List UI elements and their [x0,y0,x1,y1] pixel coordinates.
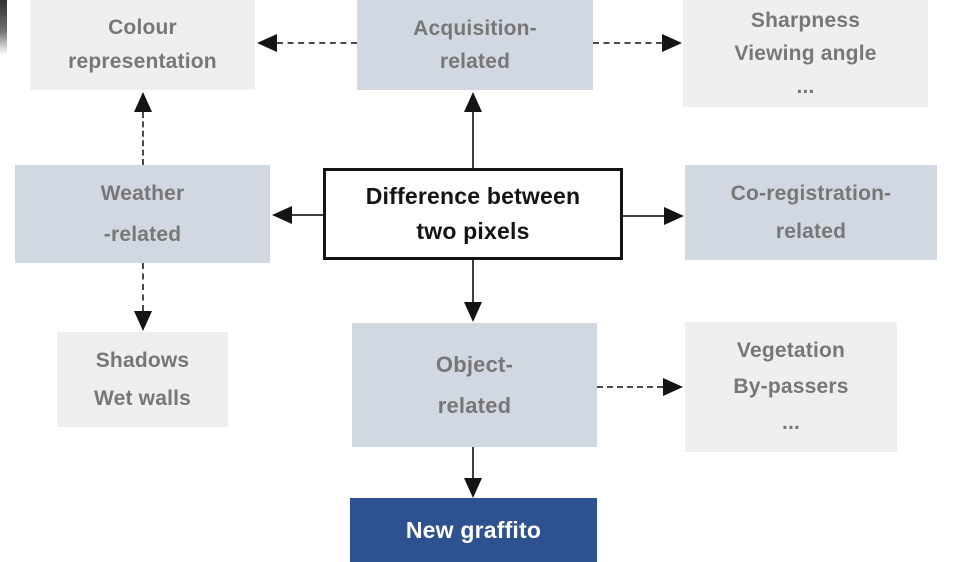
node-label: ... [796,75,815,98]
arrow-center-to-object [472,260,474,302]
node-sharpness-examples: Sharpness Viewing angle ... [683,0,928,107]
node-label: Weather [100,182,185,205]
node-colour-representation: Colour representation [30,0,255,90]
node-label: Difference between [365,183,581,209]
arrow-object-to-new-graffito [472,447,474,478]
node-label: representation [68,50,217,73]
arrowhead-up-icon [134,92,152,112]
node-label: By-passers [733,375,849,398]
dashed-arrow-acquisition-to-sharpness [593,42,662,44]
crop-artifact [0,0,7,55]
node-label: -related [103,223,182,246]
node-new-graffito: New graffito [350,498,597,562]
arrowhead-left-icon [272,206,292,224]
node-label: related [437,393,512,418]
node-weather-related: Weather -related [15,165,270,263]
node-label: New graffito [405,517,542,543]
node-difference-between-two-pixels: Difference between two pixels [323,168,623,260]
arrowhead-right-icon [662,34,682,52]
node-label: Acquisition- [413,17,537,40]
arrowhead-down-icon [464,478,482,498]
node-label: Co-registration- [730,181,892,205]
dashed-arrow-object-to-vegetation [597,386,663,388]
dashed-arrow-acquisition-to-colour [277,42,357,44]
arrowhead-up-icon [464,92,482,112]
node-label: Wet walls [93,386,192,410]
node-label: ... [781,411,801,434]
node-label: Colour [108,16,177,39]
arrowhead-right-icon [664,207,684,225]
node-label: related [439,50,511,73]
node-label: two pixels [416,218,530,244]
arrowhead-right-icon [663,378,683,396]
node-label: Sharpness [750,9,861,32]
arrowhead-down-icon [134,311,152,331]
node-label: Viewing angle [734,42,877,65]
dashed-arrow-weather-to-shadows [142,263,144,311]
node-object-related: Object- related [352,323,597,447]
node-label: Shadows [95,348,190,372]
arrowhead-left-icon [257,34,277,52]
node-vegetation-examples: Vegetation By-passers ... [685,322,897,452]
node-label: related [775,219,847,243]
arrow-center-to-coregistration [623,215,664,217]
dashed-arrow-weather-to-colour [142,112,144,165]
node-label: Vegetation [736,339,846,362]
node-shadows-examples: Shadows Wet walls [57,332,228,427]
arrow-center-to-weather [290,214,323,216]
node-acquisition-related: Acquisition- related [357,0,593,90]
arrowhead-down-icon [464,302,482,322]
node-co-registration-related: Co-registration- related [685,165,937,260]
node-label: Object- [435,352,514,377]
arrow-center-to-acquisition [472,110,474,168]
